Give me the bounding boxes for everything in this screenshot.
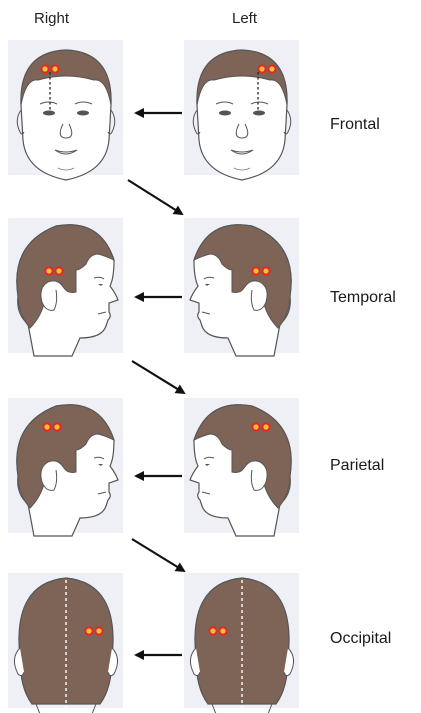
electrode-icon bbox=[252, 423, 259, 430]
head-parietal-left bbox=[190, 405, 291, 536]
electrode-icon bbox=[95, 627, 102, 634]
electrode-icon bbox=[55, 267, 62, 274]
electrode-icon bbox=[45, 267, 52, 274]
electrode-icon bbox=[252, 267, 259, 274]
arrow-diagonal-icon bbox=[128, 180, 182, 214]
electrode-icon bbox=[268, 65, 275, 72]
electrode-icon bbox=[262, 423, 269, 430]
arrow-diagonal-icon bbox=[132, 361, 184, 393]
head-occipital-left bbox=[190, 578, 293, 713]
arrow-diagonal-icon bbox=[132, 539, 184, 571]
electrode-icon bbox=[53, 423, 60, 430]
head-temporal-left bbox=[190, 225, 291, 356]
electrode-icon bbox=[51, 65, 58, 72]
electrode-icon bbox=[43, 423, 50, 430]
head-temporal-right bbox=[17, 225, 118, 356]
head-occipital-right bbox=[14, 578, 117, 713]
head-parietal-right bbox=[17, 405, 118, 536]
electrode-icon bbox=[209, 627, 216, 634]
electrode-icon bbox=[219, 627, 226, 634]
head-frontal-left bbox=[193, 50, 291, 180]
electrode-icon bbox=[262, 267, 269, 274]
electrode-icon bbox=[41, 65, 48, 72]
head-frontal-right bbox=[17, 50, 115, 180]
electrode-icon bbox=[258, 65, 265, 72]
electrode-icon bbox=[85, 627, 92, 634]
